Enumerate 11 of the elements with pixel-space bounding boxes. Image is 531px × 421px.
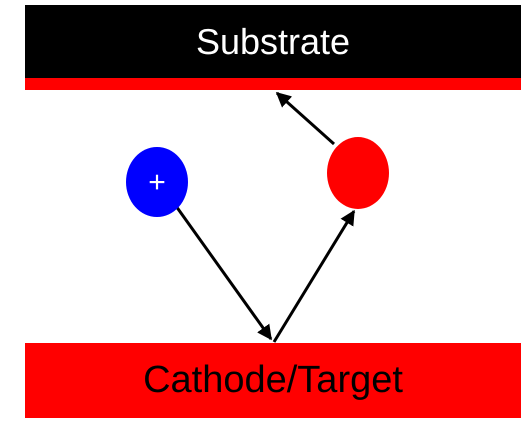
ion-circle [126,147,188,217]
target-block [25,343,521,418]
film-layer [25,78,521,90]
arrow [276,92,335,146]
substrate-block [25,5,521,78]
plus-sign: + [148,166,166,198]
target-label: Cathode/Target [143,360,403,402]
substrate-label: Substrate [196,22,350,62]
particle-circle [327,137,389,209]
arrow [272,210,356,343]
arrow [174,205,272,340]
